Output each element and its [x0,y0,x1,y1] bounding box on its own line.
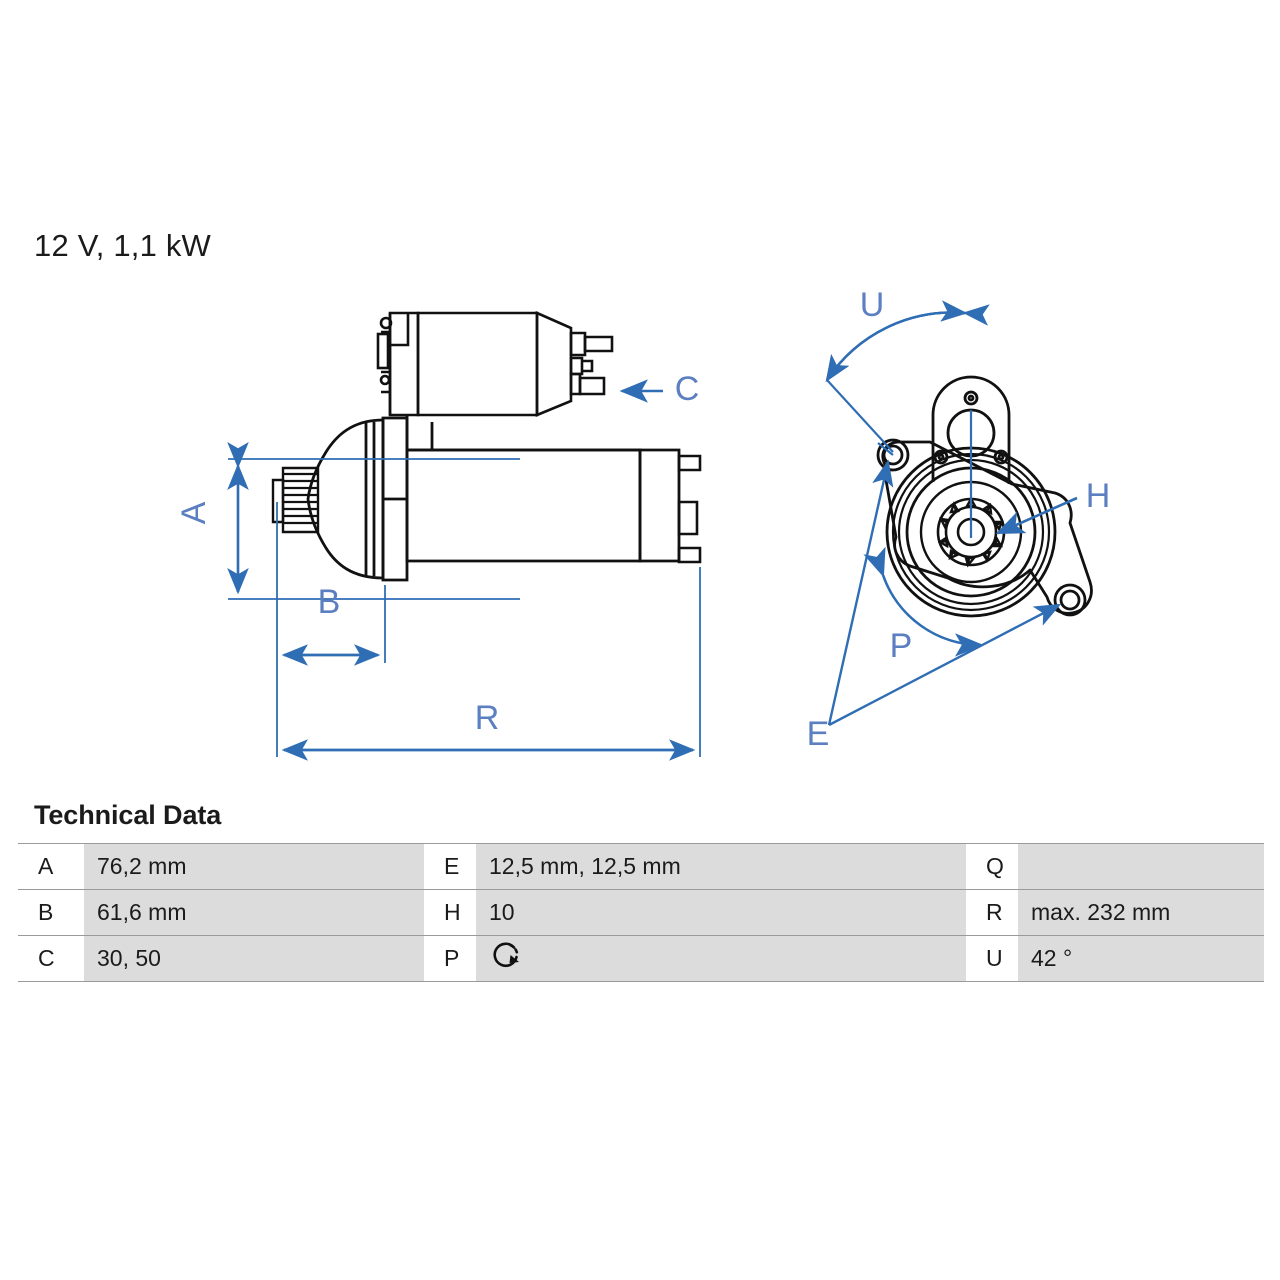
row-key-c: C [18,935,84,982]
page-title: 12 V, 1,1 kW [34,228,212,263]
drive-end-housing [306,418,384,580]
dimension-label-e: E [807,715,830,753]
row-key-r: R [966,889,1018,936]
dimension-label-b: B [318,583,341,621]
table-row: B 61,6 mm H 10 R max. 232 mm [18,889,1264,936]
drawing-svg: A B R [175,286,1111,761]
dimension-r [276,567,701,761]
row-value-c: 30, 50 [84,935,424,982]
side-view-group: A B R [175,311,702,761]
row-value-e: 12,5 mm, 12,5 mm [476,843,966,890]
dimension-u [825,300,990,538]
row-key-e: E [424,843,476,890]
dimension-label-h: H [1086,477,1111,515]
row-value-b: 61,6 mm [84,889,424,936]
row-value-p [476,935,966,982]
rotation-clockwise-icon [489,938,525,980]
motor-housing [381,415,681,582]
dimension-p [863,546,984,657]
row-key-u: U [966,935,1018,982]
solenoid-assembly [376,311,573,417]
callout-h [995,496,1078,535]
row-value-h: 10 [476,889,966,936]
dimension-label-r: R [475,699,500,737]
dimension-label-u: U [860,286,885,324]
row-value-u: 42 ° [1018,935,1264,982]
technical-data-heading: Technical Data [34,800,222,830]
solenoid-terminals [569,331,614,396]
row-value-a: 76,2 mm [84,843,424,890]
dimension-b [276,502,386,666]
technical-data-table: A 76,2 mm E 12,5 mm, 12,5 mm Q B 61,6 mm… [18,843,1264,982]
dimension-e [827,459,1062,727]
dimension-label-a: A [175,501,213,524]
row-key-p: P [424,935,476,982]
row-value-q [1018,843,1264,890]
technical-drawing: A B R [0,270,1280,780]
dimension-label-c: C [675,370,700,408]
table-row: C 30, 50 P U 42 ° [18,935,1264,982]
table-row: A 76,2 mm E 12,5 mm, 12,5 mm Q [18,843,1264,890]
rear-terminal-studs [677,454,702,564]
row-key-b: B [18,889,84,936]
row-key-a: A [18,843,84,890]
row-key-h: H [424,889,476,936]
end-view-group: U H P E [807,286,1111,753]
dimension-label-p: P [890,627,913,665]
row-key-q: Q [966,843,1018,890]
row-value-r: max. 232 mm [1018,889,1264,936]
pinion-gear [271,466,320,534]
